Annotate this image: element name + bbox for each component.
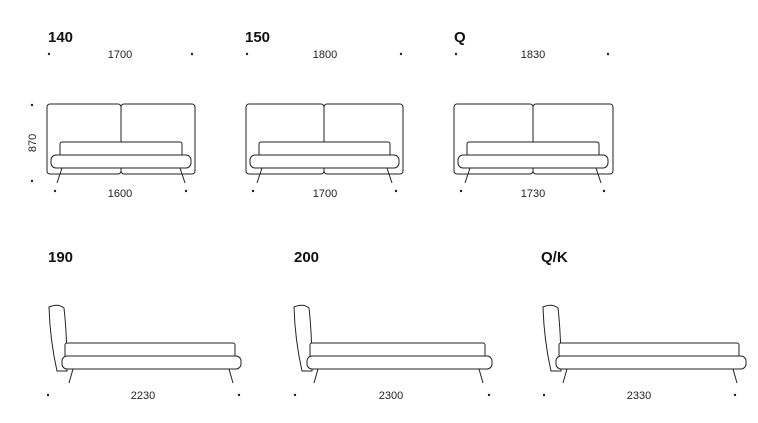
dimension-tick — [602, 189, 606, 193]
dimension-tick — [30, 179, 34, 183]
length-label: 2230 — [131, 390, 155, 402]
dimension-tick — [46, 393, 50, 397]
dimension-tick — [606, 52, 610, 56]
dimension-tick — [184, 189, 188, 193]
dimension-tick — [459, 189, 463, 193]
dimension-tick — [190, 52, 194, 56]
dimension-tick — [30, 103, 34, 107]
dimension-tick — [394, 189, 398, 193]
front-view-140: 140 1700 1600 — [46, 29, 196, 200]
size-label: 190 — [48, 249, 73, 266]
side-view-200: 200 2300 — [293, 249, 493, 402]
base-width-label: 1700 — [313, 188, 337, 200]
headboard-width-label: 1700 — [108, 49, 132, 61]
bed-front-drawing — [46, 103, 196, 184]
bed-front-drawing — [245, 103, 404, 184]
dimension-tick — [454, 52, 458, 56]
length-label: 2330 — [627, 390, 651, 402]
bed-side-drawing — [542, 304, 747, 384]
dimension-tick — [733, 393, 737, 397]
bed-side-drawing — [48, 304, 242, 384]
size-label: 140 — [48, 29, 73, 46]
headboard-width-label: 1800 — [313, 49, 337, 61]
base-width-label: 1730 — [521, 188, 545, 200]
dimension-tick — [237, 393, 241, 397]
dimension-tick — [245, 52, 249, 56]
size-label: Q — [454, 29, 466, 46]
dimension-tick — [399, 52, 403, 56]
dimension-tick — [487, 393, 491, 397]
headboard-width-label: 1830 — [521, 49, 545, 61]
side-view-qk: Q/K 2330 — [541, 249, 747, 402]
size-label: 150 — [245, 29, 270, 46]
height-label: 870 — [27, 134, 39, 152]
height-dimension: 870 — [27, 103, 39, 183]
side-view-190: 190 2230 — [46, 249, 242, 402]
bed-front-drawing — [453, 103, 614, 184]
length-label: 2300 — [379, 390, 403, 402]
base-width-label: 1600 — [108, 188, 132, 200]
size-label: Q/K — [541, 249, 568, 266]
dimension-tick — [293, 393, 297, 397]
dimension-tick — [251, 189, 255, 193]
front-view-150: 150 1800 1700 — [245, 29, 404, 200]
bed-side-drawing — [293, 304, 493, 384]
size-label: 200 — [294, 249, 319, 266]
dimension-tick — [47, 52, 51, 56]
dimension-tick — [542, 393, 546, 397]
dimension-tick — [53, 189, 57, 193]
front-view-q: Q 1830 1730 — [453, 29, 614, 200]
